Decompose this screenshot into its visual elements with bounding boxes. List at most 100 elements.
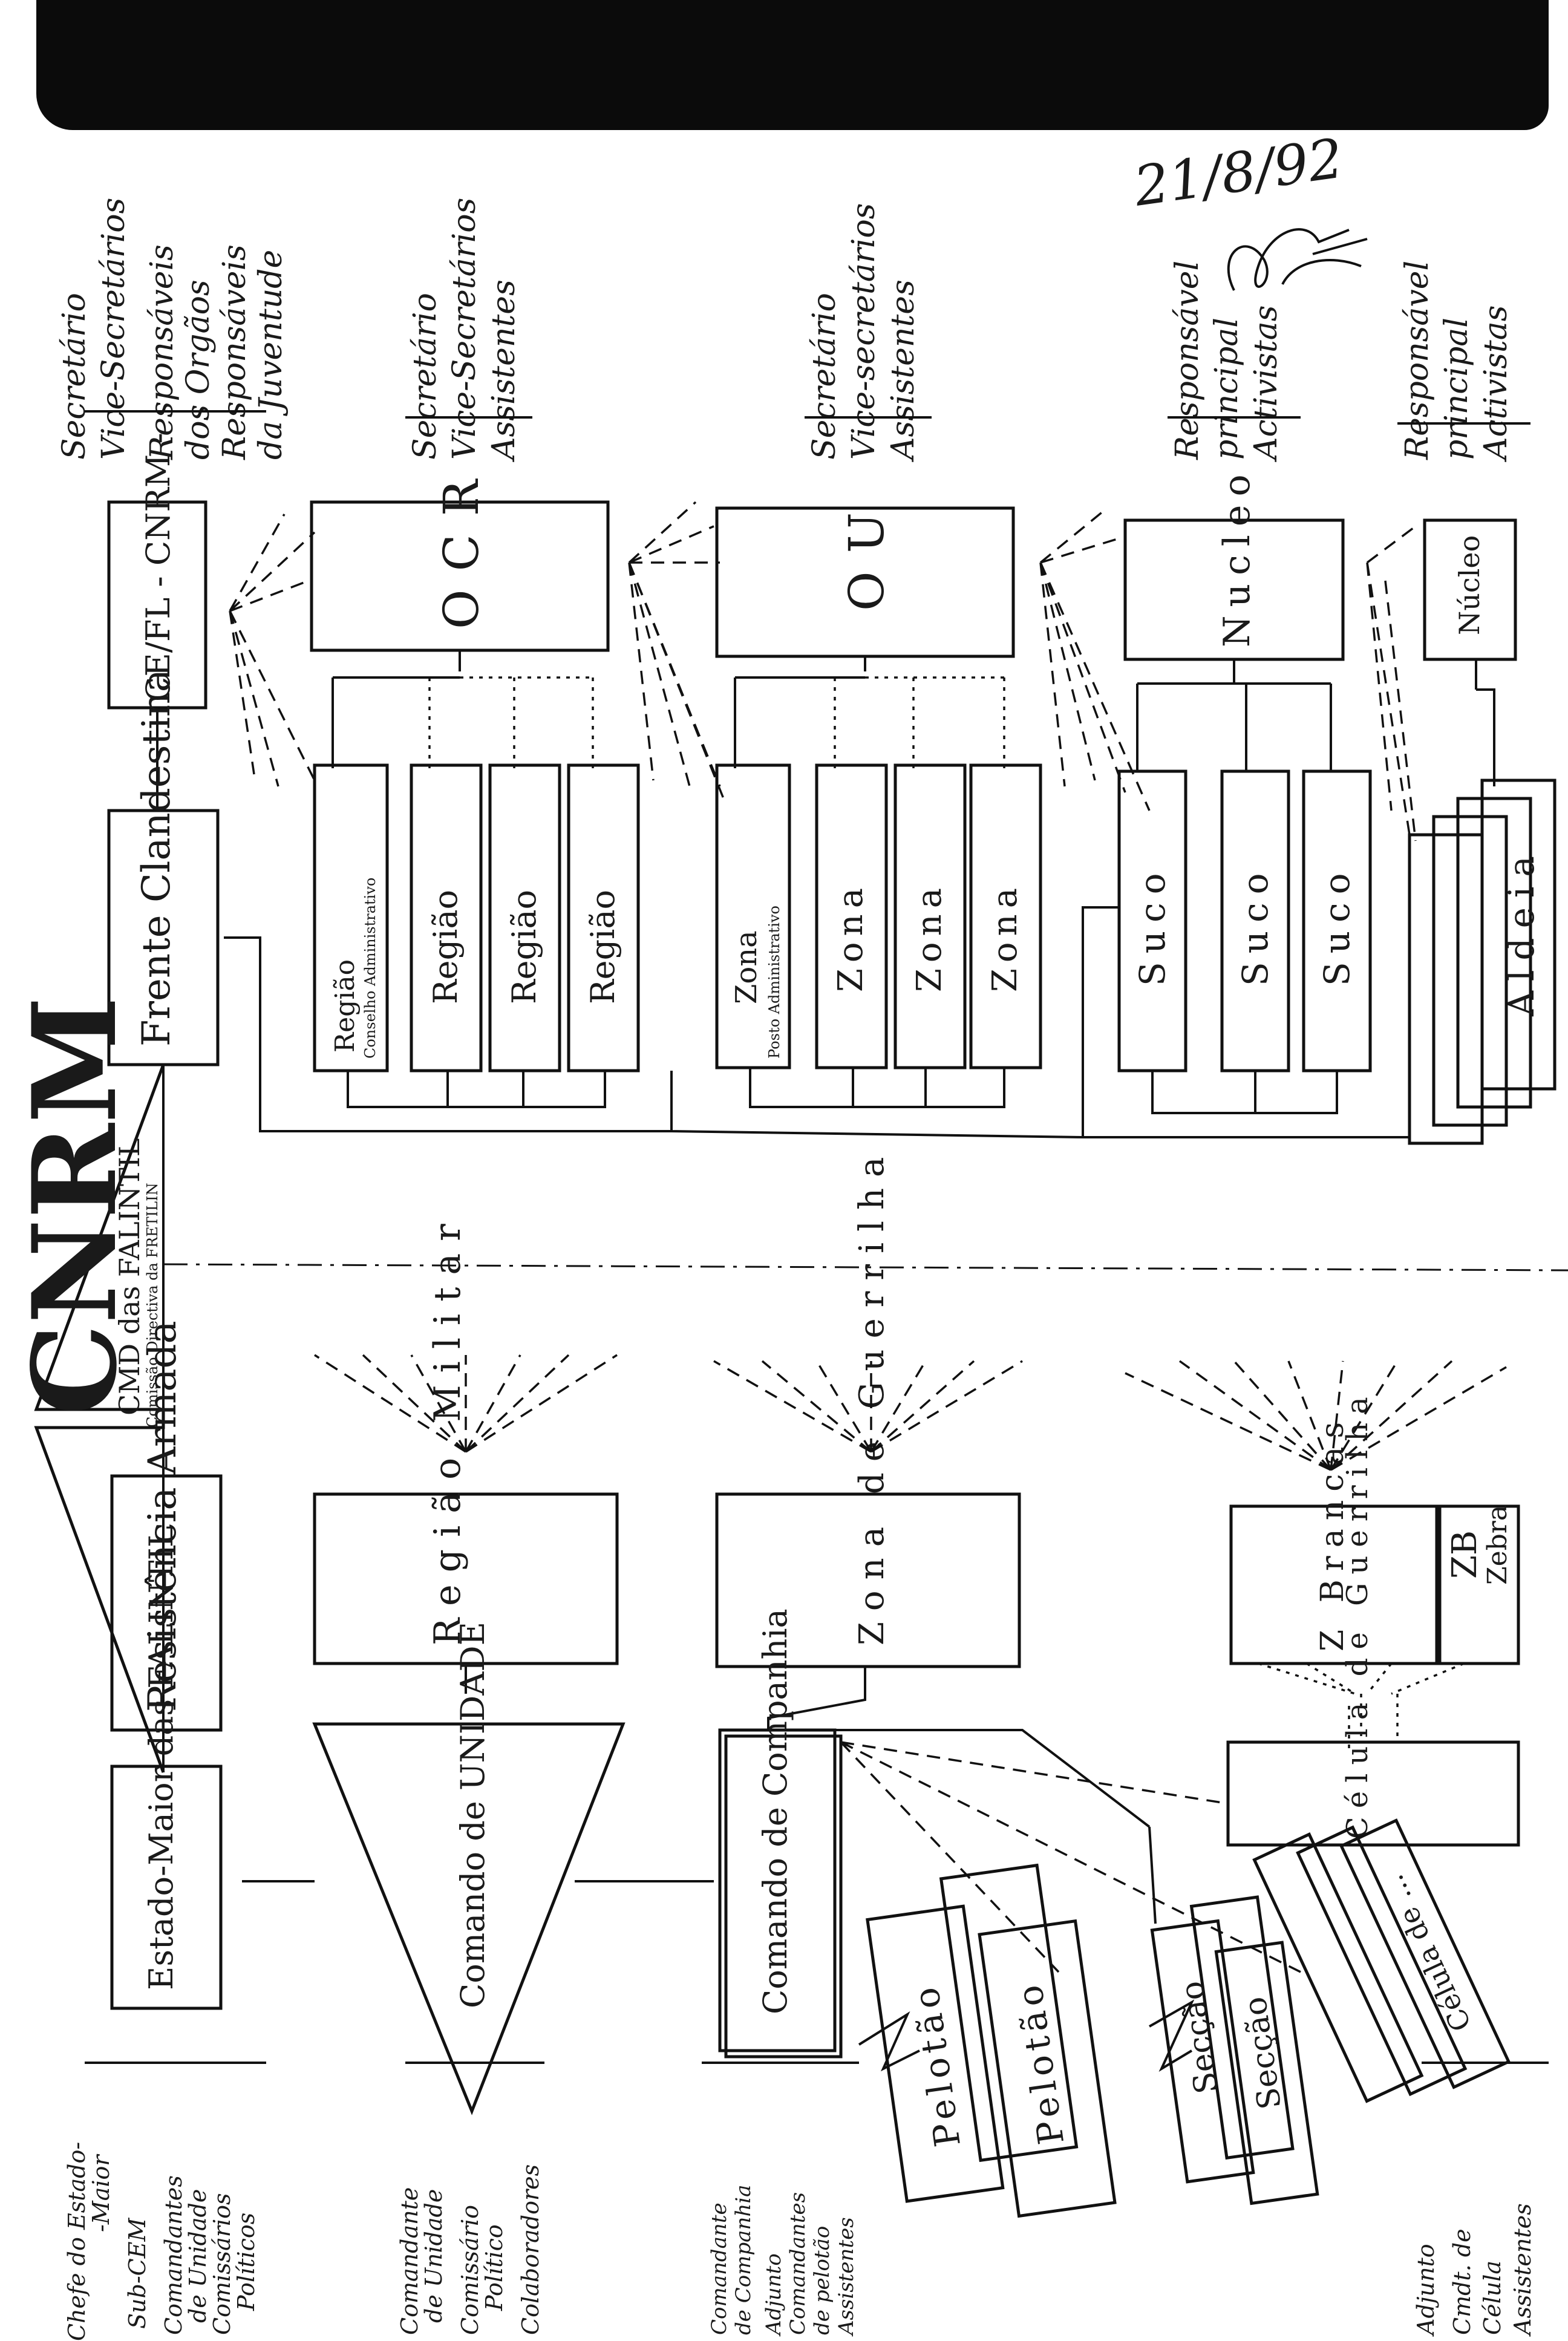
divider-line [163,1263,1568,1272]
suco-label: Suco [1316,865,1357,987]
role-text: principal [1439,318,1475,460]
zona-box [969,763,1042,1069]
role-text: Sub-CEM [124,2218,151,2329]
pelotao-stack: Pelotão Pelotão [866,1863,1117,2218]
nucleo2-box [1423,518,1517,661]
role-text: Activistas [1248,305,1284,462]
role-text: Comandante [707,2202,731,2335]
celula-stack: Célula de ... [1252,1818,1511,2103]
resistencia-box [110,1474,223,1732]
roles-top-5: Responsável principal Activistas [1399,261,1514,462]
role-text: Assistentes [486,279,522,462]
regiao-admin-label: Região [330,959,361,1053]
celula-guerrilha-label: Célula de Guerrilha [1341,1388,1374,1839]
cnrm-logo: CNRM [7,996,142,1415]
comando-companhia-label: Comando de Companhia [756,1608,794,2014]
regiao-admin-sub: Conselho Administrativo [362,878,379,1059]
zona-label: Zona [831,882,871,992]
regiao-box [488,763,561,1073]
role-text: Comandantes [786,2192,810,2335]
roles-top-4: Responsável principal Activistas [1169,261,1284,462]
zona-guerrilha-box [715,1492,1021,1668]
role-text: Vice-Secretários [446,198,483,460]
role-text: Políticos [233,2213,260,2311]
role-text: Comissários [209,2193,235,2336]
roles-bottom-1: Chefe do Estado- -Maior Sub-CEM Comandan… [64,2142,260,2341]
zebra-box [1438,1504,1520,1665]
role-text: de Unidade [185,2189,211,2323]
roles-top-2: Secretário Vice-Secretários Assistentes [407,198,522,462]
roles-bottom-3: Comandante de Companhia Adjunto Comandan… [707,2185,858,2337]
regiao-box [567,763,640,1073]
role-text: da Juventude [253,250,289,460]
frente-label: Frente Clandestina [134,669,179,1046]
role-text: Secretário [407,293,443,460]
role-text: principal [1209,318,1245,460]
aldeia-label: Aldeia [1501,846,1542,1017]
dashed-fan-regiao-militar [314,1354,618,1453]
roles-bottom-2: Comandante de Unidade Comissário Polític… [396,2164,544,2335]
roles-top-3: Secretário Vice-secretários Assistentes [806,203,921,462]
role-text: -Maior [88,2153,114,2232]
zb-box [1229,1504,1439,1665]
role-text: Político [481,2224,508,2311]
role-text: Responsáveis [217,244,253,460]
nucleo2-label: Núcleo [1453,535,1486,635]
zona-box [893,763,967,1069]
nucleo-label: Nucleo [1216,466,1258,647]
zona-box [815,763,888,1069]
pelotao-label: Pelotão [1008,1978,1072,2147]
role-text: Adjunto [1413,2244,1439,2337]
role-text: de Unidade [420,2189,447,2323]
role-text: dos Orgãos [180,279,217,460]
suco-label: Suco [1235,865,1276,987]
redaction-bar [36,0,1549,130]
date-label: 21/8/92 [1129,127,1347,219]
dashed-fans-mid [229,562,1417,841]
zona-label: Zona [910,882,949,992]
zona-admin-sub: Posto Administrativo [766,906,783,1059]
ou-label: OU [838,494,895,611]
role-text: Colaboradores [517,2164,544,2335]
dashed-fans-top [229,501,1417,612]
regiao-label: Região [426,890,465,1004]
cefl-label: CE/FL - CNRM - [139,433,177,702]
comando-unidade-triangle [312,1722,626,2115]
regiao-admin-box [313,763,389,1073]
ocr-label: OCR [433,462,489,629]
role-text: de pelotão [810,2226,834,2335]
roles-top-1: Secretário Vice-Secretários Responsáveis… [56,198,289,460]
role-text: Célula [1479,2261,1506,2335]
role-text: Assistentes [834,2217,858,2337]
zb-label: Z Brancas [1315,1414,1351,1651]
role-text: Comissário [457,2205,483,2335]
role-text: Secretário [806,293,843,460]
signature-mark [1227,228,1368,291]
role-text: Comandante [396,2187,423,2335]
regiao-label: Região [584,890,622,1004]
regiao-box [410,763,483,1073]
role-text: Assistentes [885,279,921,462]
cnrm-subtitle: CMD das FALINTIL [113,1138,146,1415]
seccao-label: Secção [1237,1994,1289,2111]
cnrm-subtitle2: Comissão Directiva da FRETILIN [144,1183,161,1428]
estado-maior-label: Estado-Maior das FALINTIL [142,1526,180,1990]
regiao-militar-label: Região Militar [426,1212,469,1645]
role-text: Secretário [56,293,93,460]
comando-unidade-label: Comando de UNIDADE [454,1622,492,2008]
role-text: Vice-secretários [846,203,882,460]
celula-guerrilha-box [1226,1740,1520,1847]
dashed-fan-zona-guerrilha [713,1360,1023,1453]
resistencia-label: Resistência Armada [140,1321,185,1712]
role-text: Cmdt. de [1449,2228,1475,2335]
role-text: Responsáveis [144,244,180,460]
zona-label: Zona [985,882,1025,992]
role-text: Chefe do Estado- [64,2142,90,2341]
role-text: Responsável [1169,261,1206,460]
seccao-label: Secção [1174,1979,1225,2095]
zona-admin-box [715,763,791,1069]
aldeia-stack: Aldeia [1408,779,1557,1145]
role-text: Adjunto [762,2253,786,2337]
roles-bottom-4: Adjunto Cmdt. de Célula Assistentes [1413,2203,1536,2337]
